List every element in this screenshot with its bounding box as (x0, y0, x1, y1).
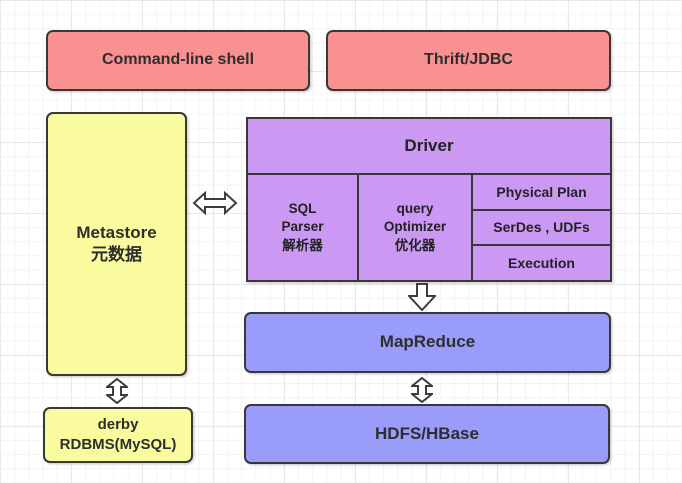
driver-right-column: Physical Plan SerDes , UDFs Execution (473, 175, 610, 280)
node-command-line-shell: Command-line shell (46, 30, 310, 91)
node-derby-line1: derby (97, 415, 139, 433)
node-metastore-label-en: Metastore (76, 222, 157, 242)
horizontal-double-arrow-icon (192, 190, 238, 216)
node-derby-rdbms: derby RDBMS(MySQL) (43, 407, 193, 463)
node-query-optimizer-line3: 优化器 (394, 237, 436, 253)
node-derby-line2: RDBMS(MySQL) (59, 436, 177, 453)
node-sql-parser-line1: SQL (288, 201, 317, 217)
node-metastore: Metastore 元数据 (46, 112, 187, 376)
node-query-optimizer-line1: query (396, 201, 434, 217)
node-mapreduce: MapReduce (244, 312, 611, 373)
node-thrift-jdbc: Thrift/JDBC (326, 30, 611, 91)
node-physical-plan: Physical Plan (473, 175, 610, 209)
node-driver-group: Driver SQL Parser 解析器 query Optimizer 优化… (246, 117, 612, 282)
vertical-double-arrow-icon (106, 378, 128, 404)
node-driver: Driver (248, 119, 610, 173)
node-mapreduce-label: MapReduce (379, 332, 476, 352)
node-execution: Execution (473, 246, 610, 280)
node-query-optimizer-line2: Optimizer (383, 219, 447, 235)
node-sql-parser-line3: 解析器 (282, 237, 323, 253)
vertical-double-arrow-icon (411, 377, 433, 403)
down-arrow-icon (408, 283, 436, 311)
node-thrift-jdbc-label: Thrift/JDBC (424, 51, 513, 69)
node-command-line-shell-label: Command-line shell (101, 51, 255, 69)
node-sql-parser: SQL Parser 解析器 (248, 175, 357, 280)
node-driver-label: Driver (404, 136, 454, 155)
node-sql-parser-line2: Parser (281, 219, 324, 235)
node-serdes-udfs: SerDes , UDFs (473, 210, 610, 245)
node-query-optimizer: query Optimizer 优化器 (359, 175, 471, 280)
node-metastore-label-zh: 元数据 (91, 245, 142, 264)
node-hdfs-hbase-label: HDFS/HBase (375, 423, 479, 443)
node-hdfs-hbase: HDFS/HBase (244, 404, 610, 464)
